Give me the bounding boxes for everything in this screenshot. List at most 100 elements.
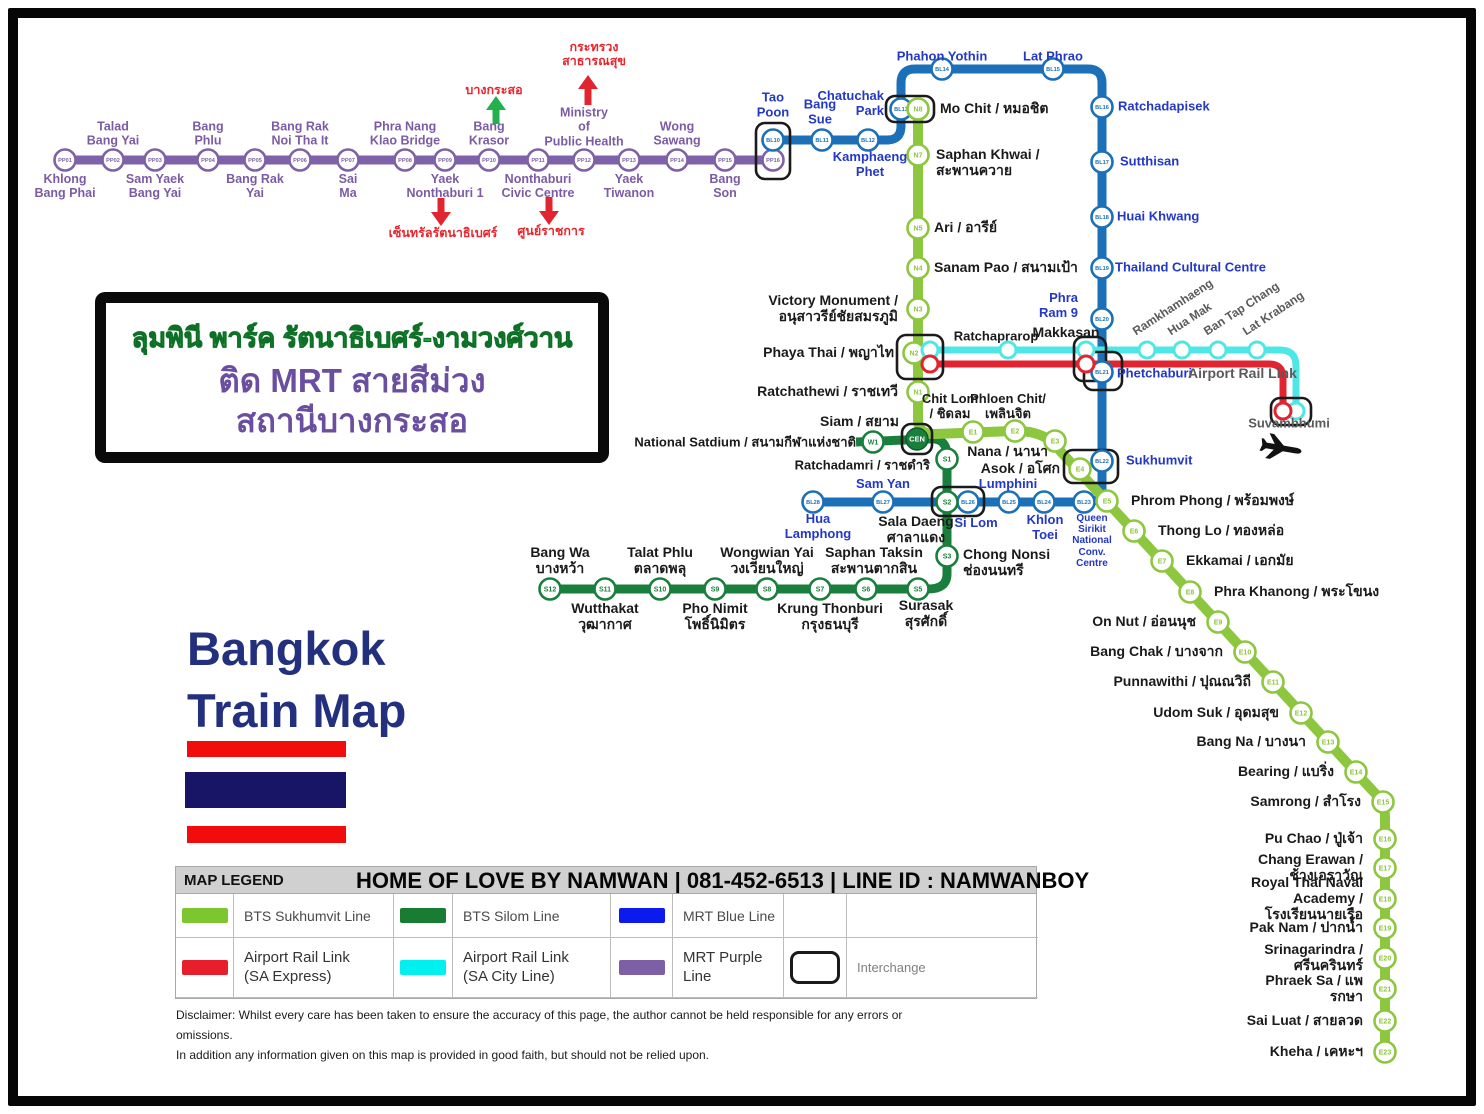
station-code-BL25: BL25 xyxy=(1002,500,1016,506)
map-label-50: Nana / นานา xyxy=(967,443,1048,460)
station-marker-PP04 xyxy=(196,148,220,172)
station-code-PP02: PP02 xyxy=(106,158,120,164)
station-marker-BL11 xyxy=(810,128,834,152)
station-code-PP15: PP15 xyxy=(718,158,732,164)
map-label-28: Thailand Cultural Centre xyxy=(1115,259,1266,275)
map-label-73: Bearing / แบริ่ง xyxy=(1237,763,1334,780)
station-code-E5: E5 xyxy=(1103,498,1112,505)
map-label-7: Phra Nang Klao Bridge xyxy=(369,119,441,148)
pointer-arrow-up-0-icon xyxy=(578,75,598,105)
station-marker-E4 xyxy=(1068,457,1092,481)
station-code-PP01: PP01 xyxy=(58,158,72,164)
station-marker-BL14 xyxy=(930,57,954,81)
station-marker-S3 xyxy=(935,544,959,568)
map-label-79: Srinagarindra / ศรีนครินทร์ xyxy=(1264,941,1363,973)
station-marker-BL22 xyxy=(1090,449,1114,473)
station-code-E14: E14 xyxy=(1350,769,1363,776)
station-marker-BL20 xyxy=(1090,307,1114,331)
station-code-PP07: PP07 xyxy=(341,158,355,164)
map-label-30: Phetchaburi xyxy=(1117,365,1193,381)
station-marker-PP06 xyxy=(288,148,312,172)
map-label-52: Makkasan xyxy=(1032,324,1100,341)
station-code-BL28: BL28 xyxy=(806,500,820,506)
station-code-E16: E16 xyxy=(1379,836,1392,843)
station-marker-BL25 xyxy=(997,490,1021,514)
map-title: Bangkok Train Map xyxy=(187,622,407,738)
station-marker-E5 xyxy=(1095,489,1119,513)
interchange-box-5 xyxy=(1269,396,1313,427)
map-label-55: Chong Nonsi ช่องนนทรี xyxy=(963,546,1051,578)
station-code-PP03: PP03 xyxy=(148,158,162,164)
map-label-3: Bang Phlu xyxy=(192,119,224,148)
map-label-5: Bang Rak Noi Tha It xyxy=(271,119,329,148)
station-code-BL22: BL22 xyxy=(1095,459,1109,465)
station-code-N7: N7 xyxy=(914,152,923,159)
station-marker-S8 xyxy=(755,577,779,601)
advert-line-3: สถานีบางกระสอ xyxy=(235,402,469,439)
station-code-S5: S5 xyxy=(914,586,923,593)
map-label-25: Ratchadapisek xyxy=(1118,98,1210,114)
station-marker-N4 xyxy=(906,256,930,280)
station-code-BL15: BL15 xyxy=(1046,67,1060,73)
legend-swatch-bts-silom xyxy=(400,908,446,923)
map-label-71: Udom Suk / อุดมสุข xyxy=(1153,704,1279,721)
station-marker-E16 xyxy=(1373,827,1397,851)
station-marker-E1 xyxy=(961,420,985,444)
station-code-E10: E10 xyxy=(1239,649,1252,656)
map-label-82: Kheha / เคหะฯ xyxy=(1269,1043,1363,1060)
map-label-33: Khlon Toei xyxy=(1026,512,1064,542)
station-marker-cyan-1147 xyxy=(1137,340,1157,360)
map-label-42: Victory Monument / อนุสาวรีย์ชัยสมรภูมิ xyxy=(768,292,898,324)
station-marker-N3 xyxy=(906,297,930,321)
map-label-20: Bang Sue xyxy=(803,96,837,127)
station-code-E3: E3 xyxy=(1051,438,1060,445)
station-code-BL12: BL12 xyxy=(861,138,875,144)
interchange-icon xyxy=(790,951,840,984)
station-code-BL26: BL26 xyxy=(961,500,975,506)
station-marker-E10 xyxy=(1233,640,1257,664)
map-label-38: Mo Chit / หมอชิต xyxy=(940,100,1049,117)
station-code-PP04: PP04 xyxy=(201,158,216,164)
map-label-21: Kamphaeng Phet xyxy=(832,149,908,179)
station-code-S11: S11 xyxy=(599,586,611,593)
station-marker-cyan-1182 xyxy=(1172,340,1192,360)
map-label-65: Thong Lo / ทองหล่อ xyxy=(1158,522,1285,539)
map-label-18: ศูนย์ราชการ xyxy=(517,224,585,238)
map-label-45: Siam / สยาม xyxy=(820,413,899,430)
map-label-53: Ratchaprarop xyxy=(953,328,1039,344)
station-marker-E21 xyxy=(1373,977,1397,1001)
station-marker-E13 xyxy=(1316,730,1340,754)
map-label-46: National Satdium / สนามกีฬาแห่งชาติ xyxy=(634,434,856,450)
station-marker-E14 xyxy=(1344,760,1368,784)
station-code-N8: N8 xyxy=(914,106,923,113)
map-label-69: Bang Chak / บางจาก xyxy=(1090,643,1223,660)
map-label-14: Bang Son xyxy=(709,172,741,201)
station-marker-S10 xyxy=(648,577,672,601)
map-label-87: Airport Rail Link xyxy=(1188,365,1297,382)
station-code-E9: E9 xyxy=(1214,619,1223,626)
station-marker-BL24 xyxy=(1032,490,1056,514)
legend-swatch-arl-express xyxy=(181,960,228,975)
station-code-E19: E19 xyxy=(1379,925,1392,932)
station-marker-PP12 xyxy=(572,148,596,172)
station-marker-cyan-1218 xyxy=(1208,340,1228,360)
station-marker-cyan-1008 xyxy=(998,340,1018,360)
station-marker-PP03 xyxy=(143,148,167,172)
station-marker-BL12 xyxy=(856,128,880,152)
legend-empty-cell xyxy=(847,894,1038,938)
map-label-72: Bang Na / บางนา xyxy=(1196,733,1306,750)
map-label-48: Chit Lom / ชิดลม xyxy=(921,391,979,421)
legend-label-arl-express: Airport Rail Link (SA Express) xyxy=(234,938,394,998)
station-code-BL24: BL24 xyxy=(1037,500,1052,506)
map-label-61: Talat Phlu ตลาดพลุ xyxy=(627,544,693,577)
thai-flag-stripe-middle xyxy=(185,772,346,808)
map-label-23: Phahon Yothin xyxy=(896,48,988,64)
interchange-box-3 xyxy=(1072,335,1108,383)
map-label-10: Nonthaburi Civic Centre xyxy=(501,172,575,201)
station-marker-E18 xyxy=(1373,887,1397,911)
map-label-32: Queen Sirikit National Conv. Centre xyxy=(1072,513,1112,569)
station-marker-N7 xyxy=(906,143,930,167)
airplane-icon xyxy=(1259,433,1302,459)
station-code-S6: S6 xyxy=(862,586,871,593)
